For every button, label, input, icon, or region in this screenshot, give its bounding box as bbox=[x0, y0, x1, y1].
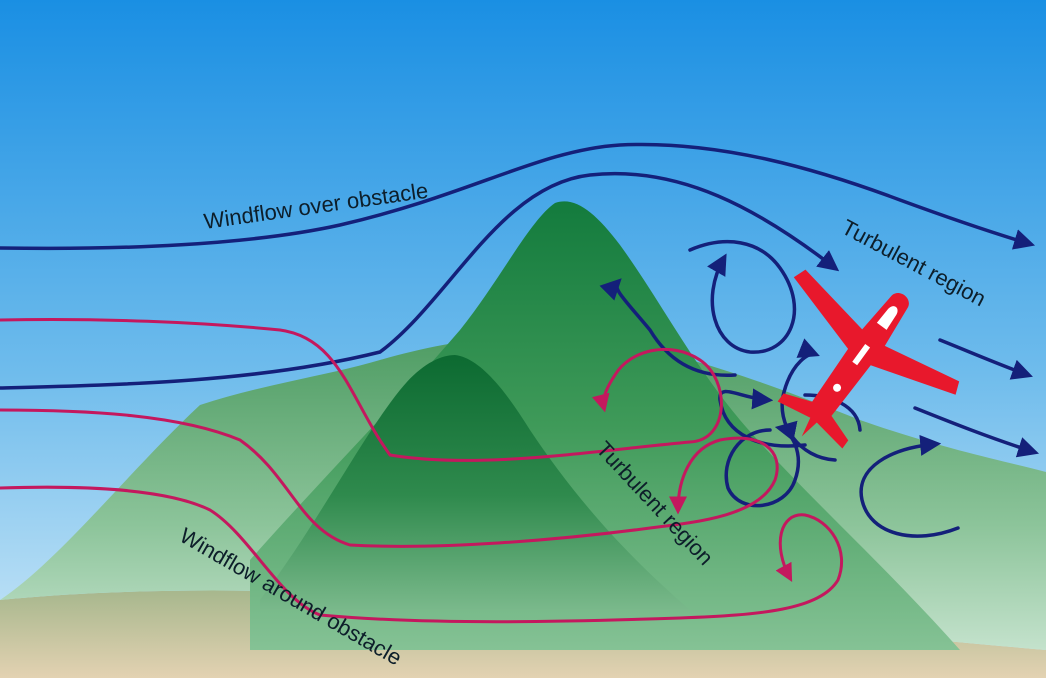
over-streamline-right-2 bbox=[913, 406, 1040, 458]
around-streamline-2 bbox=[0, 408, 779, 548]
eddy-2 bbox=[599, 278, 737, 377]
over-streamline-upper bbox=[0, 142, 1036, 251]
around-streamline-3 bbox=[0, 485, 844, 624]
small-airplane-icon bbox=[777, 269, 960, 449]
eddy-1 bbox=[688, 239, 797, 354]
eddy-6 bbox=[859, 434, 960, 538]
around-streamline-1 bbox=[0, 317, 723, 462]
over-streamline-lower bbox=[0, 171, 840, 390]
windflow-over-streamlines bbox=[0, 142, 1040, 458]
turbulent-eddies-upper bbox=[599, 239, 960, 538]
over-streamline-right-1 bbox=[938, 338, 1033, 380]
eddy-5 bbox=[724, 420, 801, 508]
windflow-around-streamlines bbox=[0, 317, 844, 624]
